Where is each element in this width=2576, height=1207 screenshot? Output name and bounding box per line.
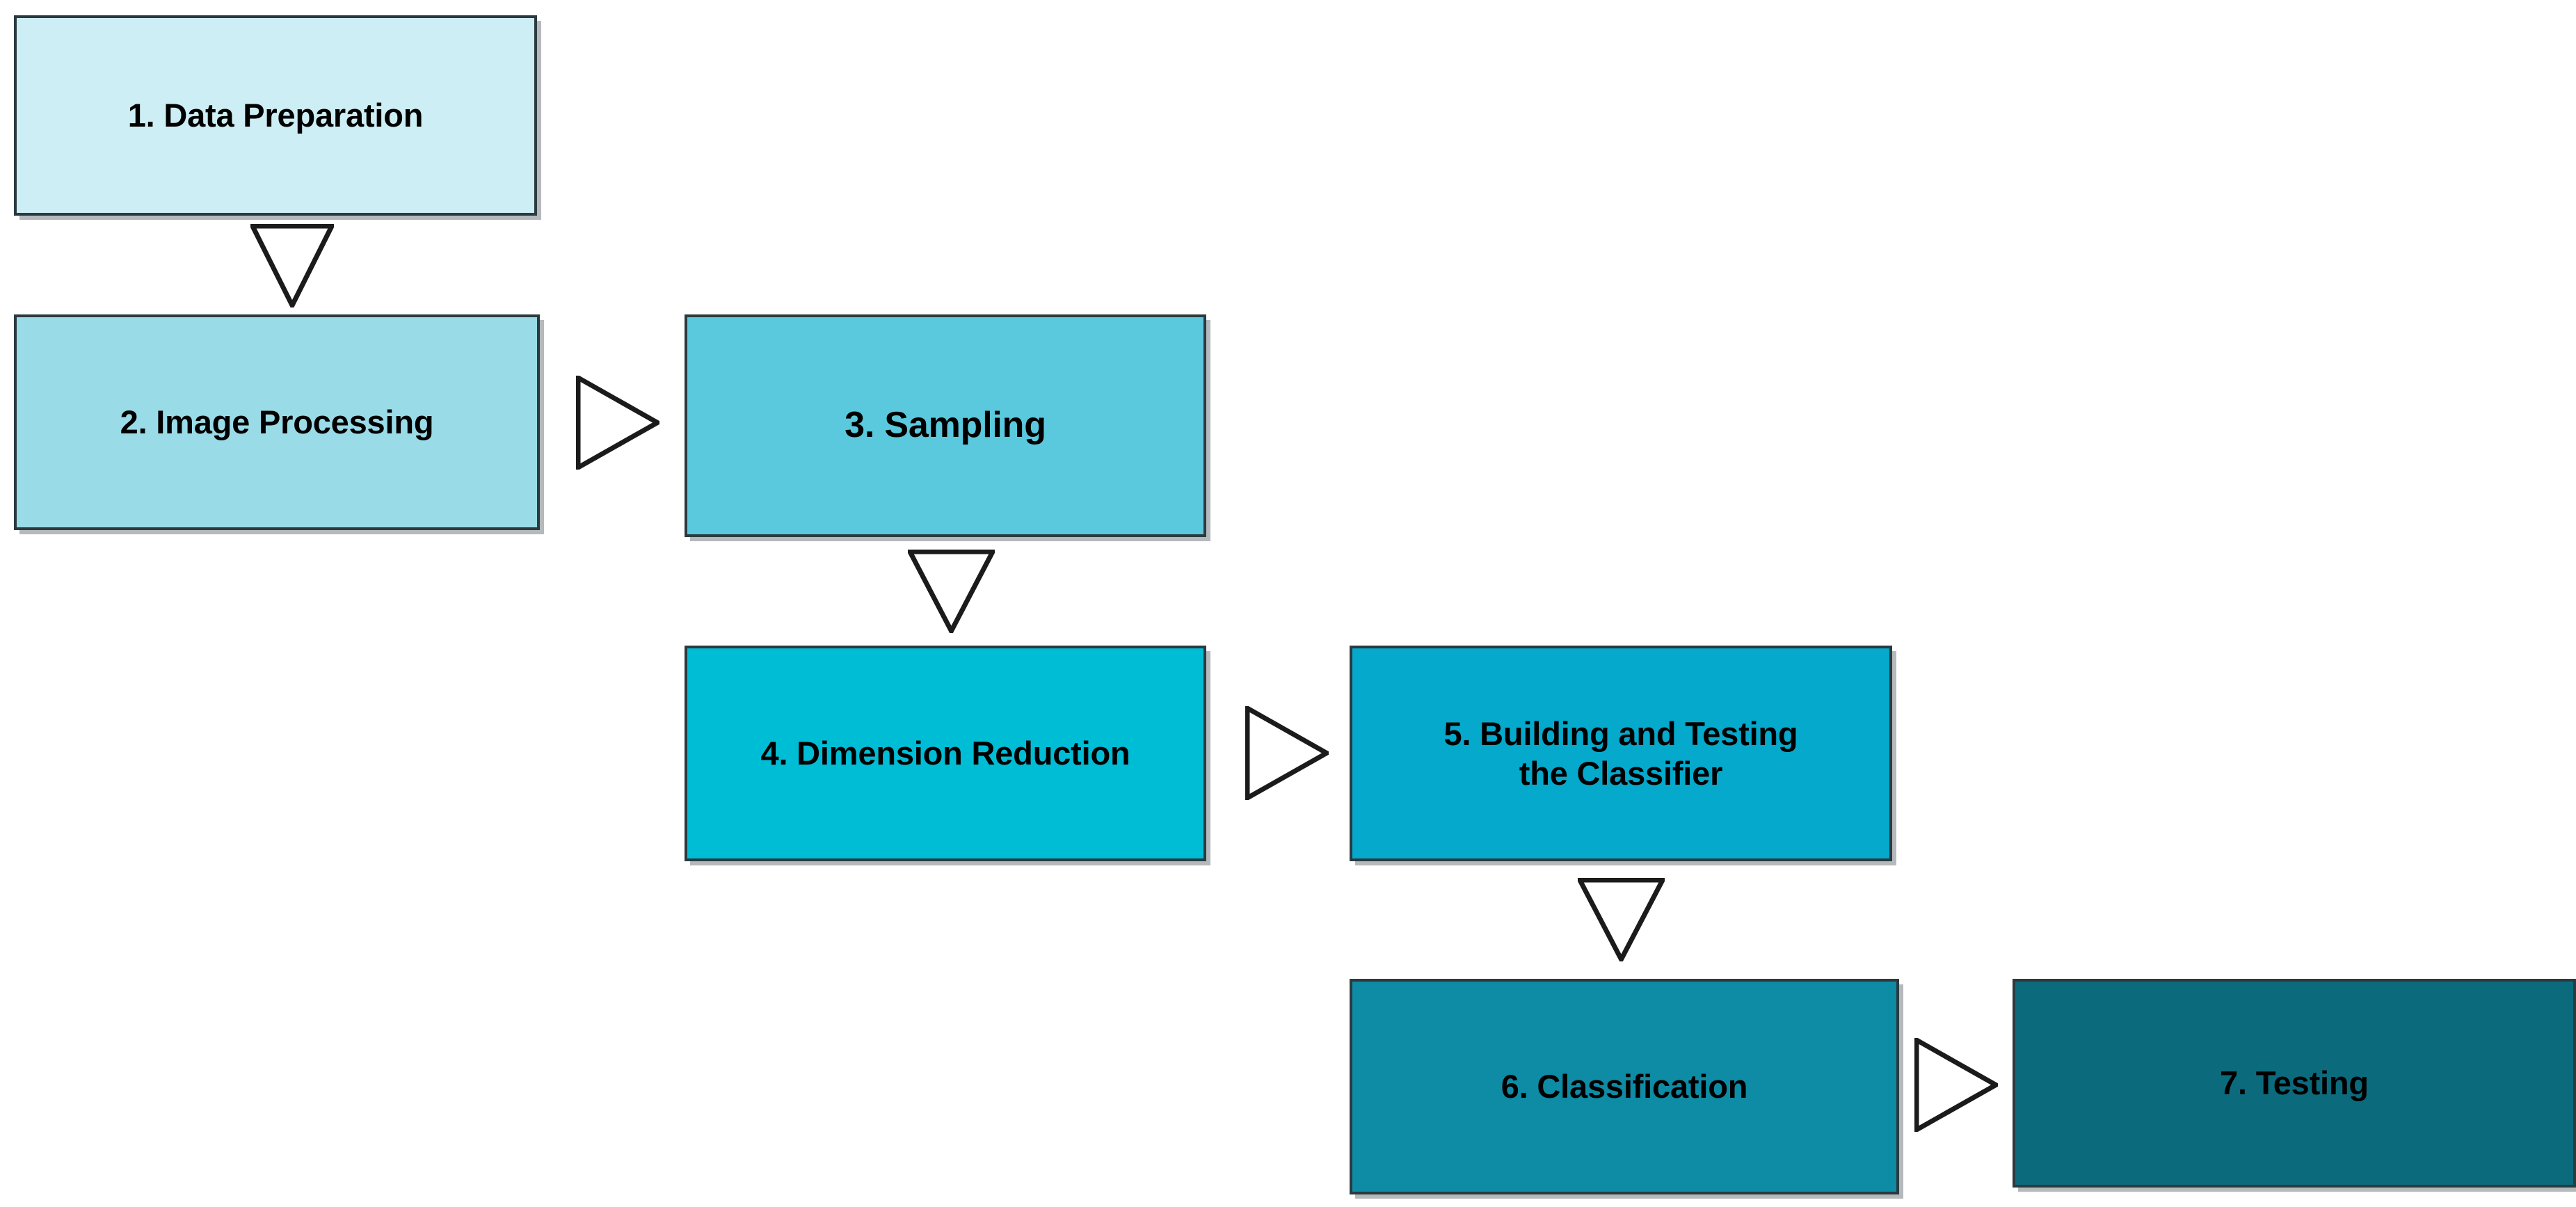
flowchart-node-label: 3. Sampling bbox=[845, 405, 1046, 446]
flowchart-node-2[interactable]: 2. Image Processing bbox=[14, 314, 540, 530]
arrow-right-icon bbox=[1245, 706, 1329, 800]
flowchart-node-label: 1. Data Preparation bbox=[127, 97, 424, 134]
arrow-down-icon bbox=[1578, 878, 1665, 961]
flowchart-node-6[interactable]: 6. Classification bbox=[1350, 979, 1899, 1194]
arrow-right-icon bbox=[576, 376, 659, 470]
flowchart-node-label: 7. Testing bbox=[2220, 1064, 2369, 1102]
flowchart-node-5[interactable]: 5. Building and Testing the Classifier bbox=[1350, 646, 1892, 861]
flowchart-node-3[interactable]: 3. Sampling bbox=[685, 314, 1206, 537]
flowchart-node-label: 5. Building and Testing the Classifier bbox=[1443, 714, 1798, 792]
flowchart-node-7[interactable]: 7. Testing bbox=[2013, 979, 2576, 1188]
flowchart-node-label: 6. Classification bbox=[1501, 1068, 1748, 1105]
flowchart-node-4[interactable]: 4. Dimension Reduction bbox=[685, 646, 1206, 861]
flowchart-node-1[interactable]: 1. Data Preparation bbox=[14, 15, 537, 216]
arrow-right-icon bbox=[1914, 1038, 1998, 1132]
arrow-down-icon bbox=[908, 550, 995, 633]
flowchart-node-label: 2. Image Processing bbox=[120, 403, 434, 441]
arrow-down-icon bbox=[250, 224, 334, 307]
flowchart-node-label: 4. Dimension Reduction bbox=[760, 735, 1130, 772]
